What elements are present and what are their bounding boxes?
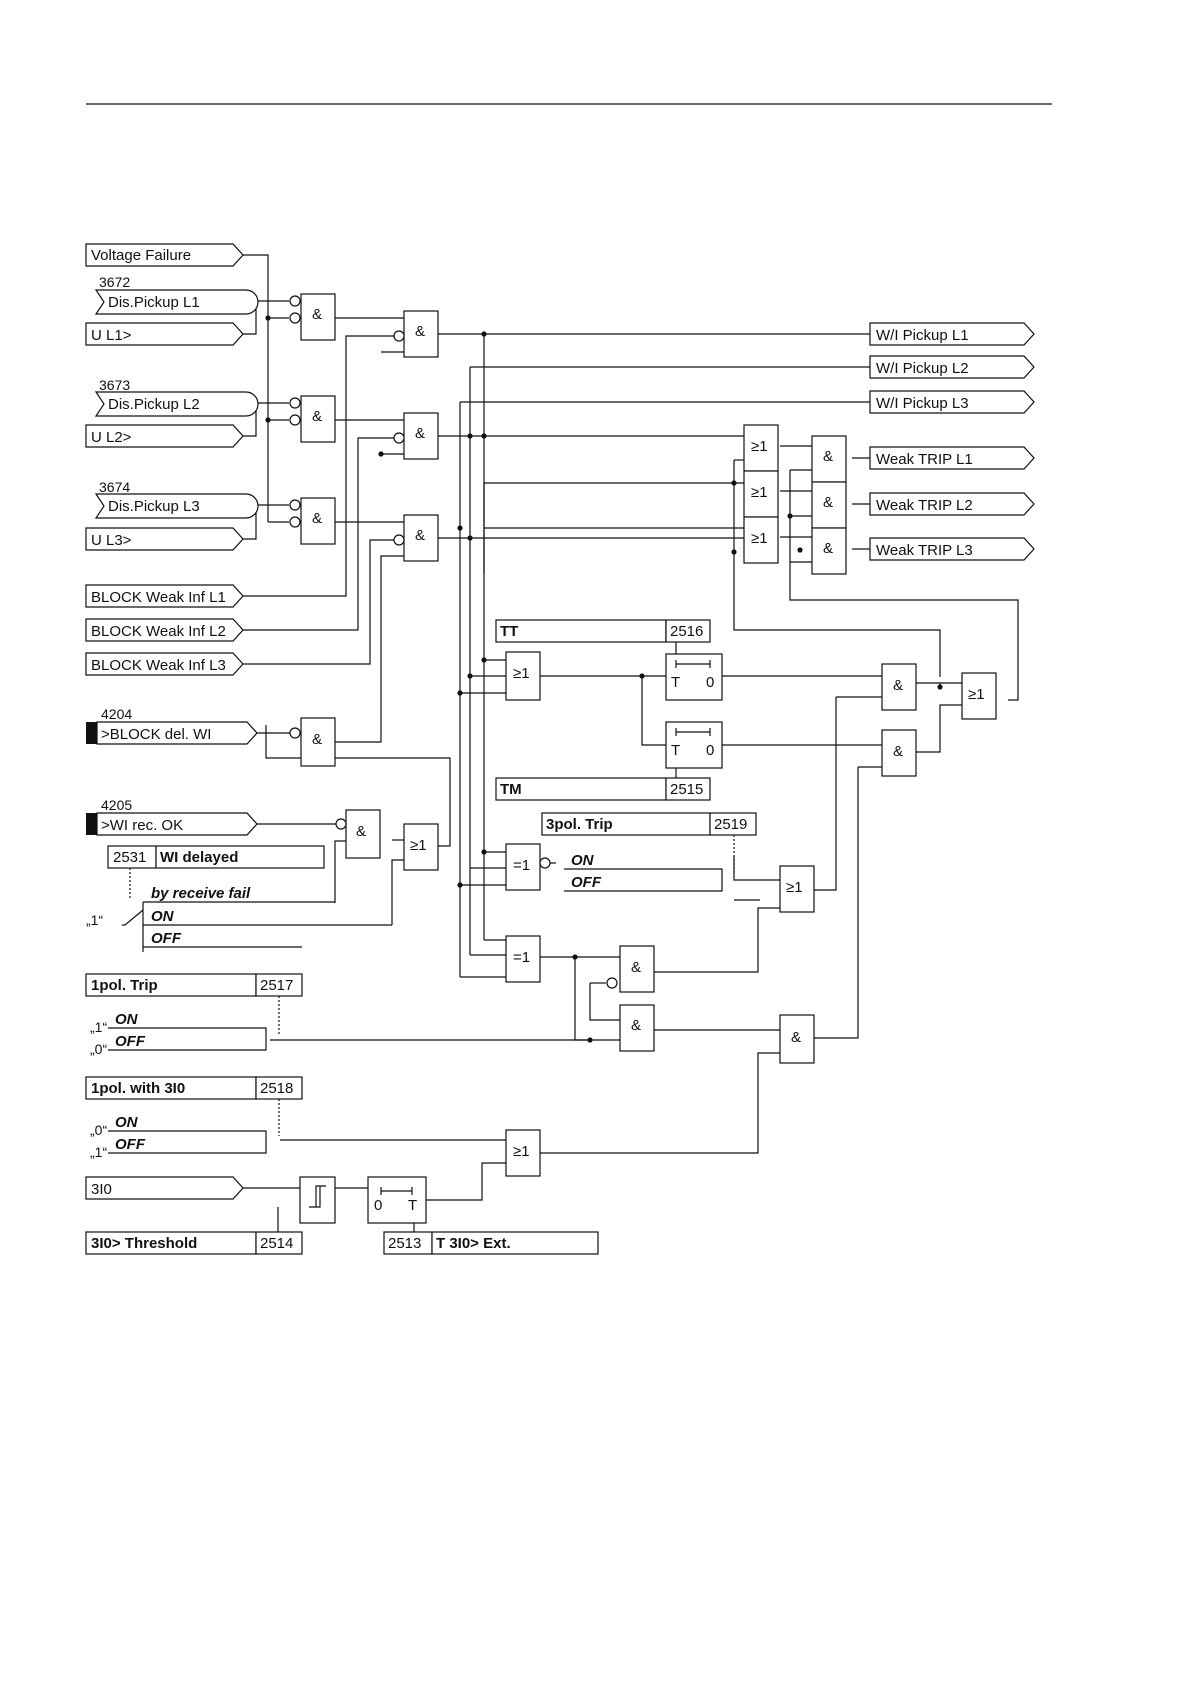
param-1pol-off: OFF bbox=[115, 1033, 146, 1050]
param-3pol-num: 2519 bbox=[714, 816, 747, 833]
parameters: TT 2516 TM 2515 3pol. Trip 2519 ON OFF 2… bbox=[85, 619, 757, 1255]
timers: T 0 T 0 bbox=[665, 653, 723, 769]
param-1pol-one: „1“ bbox=[90, 1019, 107, 1035]
gate-and-13: & bbox=[893, 743, 903, 760]
input-num-3672: 3672 bbox=[99, 274, 130, 290]
timer-tt-zero: 0 bbox=[706, 674, 714, 691]
gate-and-12: & bbox=[893, 677, 903, 694]
input-voltage-failure: Voltage Failure bbox=[91, 247, 191, 264]
input-num-4204: 4204 bbox=[101, 706, 132, 722]
gate-xor-1: =1 bbox=[513, 857, 530, 874]
timer-3i0-zero: 0 bbox=[374, 1197, 382, 1214]
timer-3i0-t: T bbox=[408, 1197, 417, 1214]
input-signals: Voltage Failure 3672 Dis.Pickup L1 U L1>… bbox=[85, 243, 259, 1200]
gate-and-8: & bbox=[356, 823, 366, 840]
param-t3i0-num: 2513 bbox=[388, 1235, 421, 1252]
gate-or-5: ≥1 bbox=[513, 665, 530, 682]
input-u-l3: U L3> bbox=[91, 532, 132, 549]
param-1pol3i0-name: 1pol. with 3I0 bbox=[91, 1080, 185, 1097]
input-block-l2: BLOCK Weak Inf L2 bbox=[91, 623, 226, 640]
param-t3i0-name: T 3I0> Ext. bbox=[436, 1235, 511, 1252]
input-num-3674: 3674 bbox=[99, 479, 130, 495]
gate-and-3: & bbox=[312, 510, 322, 527]
gate-and-16: & bbox=[791, 1029, 801, 1046]
input-u-l1: U L1> bbox=[91, 327, 132, 344]
gate-or-7: ≥1 bbox=[786, 879, 803, 896]
param-1pol3i0-num: 2518 bbox=[260, 1080, 293, 1097]
gate-or-6: ≥1 bbox=[968, 686, 985, 703]
gate-or-8: ≥1 bbox=[513, 1143, 530, 1160]
gate-and-10: & bbox=[823, 494, 833, 511]
gate-and-9: & bbox=[823, 448, 833, 465]
param-threshold-name: 3I0> Threshold bbox=[91, 1235, 197, 1252]
gate-and-7: & bbox=[312, 731, 322, 748]
timer-tm-t: T bbox=[671, 742, 680, 759]
param-3pol-on: ON bbox=[571, 852, 595, 869]
param-tt-name: TT bbox=[500, 623, 518, 640]
param-tm-name: TM bbox=[500, 781, 522, 798]
param-wi-delayed-name: WI delayed bbox=[160, 849, 238, 866]
input-block-l3: BLOCK Weak Inf L3 bbox=[91, 657, 226, 674]
param-1pol-on: ON bbox=[115, 1011, 139, 1028]
param-wi-delayed-opt1: by receive fail bbox=[151, 885, 251, 902]
input-wi-rec-ok: >WI rec. OK bbox=[101, 817, 183, 834]
input-num-3673: 3673 bbox=[99, 377, 130, 393]
timer-tm-zero: 0 bbox=[706, 742, 714, 759]
param-1pol-name: 1pol. Trip bbox=[91, 977, 158, 994]
gate-xor-2: =1 bbox=[513, 949, 530, 966]
output-weak-trip-l1: Weak TRIP L1 bbox=[876, 451, 973, 468]
input-u-l2: U L2> bbox=[91, 429, 132, 446]
param-wi-delayed-num: 2531 bbox=[113, 849, 146, 866]
gate-or-4: ≥1 bbox=[751, 530, 768, 547]
input-block-del-wi: >BLOCK del. WI bbox=[101, 726, 211, 743]
input-block-l1: BLOCK Weak Inf L1 bbox=[91, 589, 226, 606]
gate-and-6: & bbox=[415, 527, 425, 544]
output-weak-trip-l3: Weak TRIP L3 bbox=[876, 542, 973, 559]
gate-and-5: & bbox=[415, 425, 425, 442]
gate-and-11: & bbox=[823, 540, 833, 557]
param-1pol3i0-off: OFF bbox=[115, 1136, 146, 1153]
param-3pol-off: OFF bbox=[571, 874, 602, 891]
input-dis-pickup-l2: Dis.Pickup L2 bbox=[108, 396, 200, 413]
param-1pol3i0-one: „1“ bbox=[90, 1144, 107, 1160]
gates: & & & & & & & & ≥1 ≥1 ≥1 ≥1 bbox=[289, 293, 997, 1224]
gate-or-2: ≥1 bbox=[751, 438, 768, 455]
output-signals: W/I Pickup L1 W/I Pickup L2 W/I Pickup L… bbox=[869, 322, 1035, 561]
param-wi-delayed-one: „1“ bbox=[86, 912, 103, 928]
param-1pol-num: 2517 bbox=[260, 977, 293, 994]
junction-dots bbox=[265, 315, 943, 1043]
param-tm-num: 2515 bbox=[670, 781, 703, 798]
gate-and-4: & bbox=[415, 323, 425, 340]
param-3pol-name: 3pol. Trip bbox=[546, 816, 613, 833]
param-wi-delayed-on: ON bbox=[151, 908, 175, 925]
input-num-4205: 4205 bbox=[101, 797, 132, 813]
gate-and-14: & bbox=[631, 959, 641, 976]
input-dis-pickup-l3: Dis.Pickup L3 bbox=[108, 498, 200, 515]
gate-and-2: & bbox=[312, 408, 322, 425]
gate-and-15: & bbox=[631, 1017, 641, 1034]
gate-and-1: & bbox=[312, 306, 322, 323]
input-dis-pickup-l1: Dis.Pickup L1 bbox=[108, 294, 200, 311]
wires bbox=[243, 254, 1019, 1232]
input-3i0: 3I0 bbox=[91, 1181, 112, 1198]
output-wi-pickup-l1: W/I Pickup L1 bbox=[876, 327, 969, 344]
gate-or-1: ≥1 bbox=[410, 837, 427, 854]
param-threshold-num: 2514 bbox=[260, 1235, 293, 1252]
output-wi-pickup-l2: W/I Pickup L2 bbox=[876, 360, 969, 377]
timer-tt-t: T bbox=[671, 674, 680, 691]
param-tt-num: 2516 bbox=[670, 623, 703, 640]
param-1pol-zero: „0“ bbox=[90, 1041, 107, 1057]
output-wi-pickup-l3: W/I Pickup L3 bbox=[876, 395, 969, 412]
output-weak-trip-l2: Weak TRIP L2 bbox=[876, 497, 973, 514]
param-wi-delayed-off: OFF bbox=[151, 930, 182, 947]
param-1pol3i0-zero: „0“ bbox=[90, 1122, 107, 1138]
param-1pol3i0-on: ON bbox=[115, 1114, 139, 1131]
gate-or-3: ≥1 bbox=[751, 484, 768, 501]
